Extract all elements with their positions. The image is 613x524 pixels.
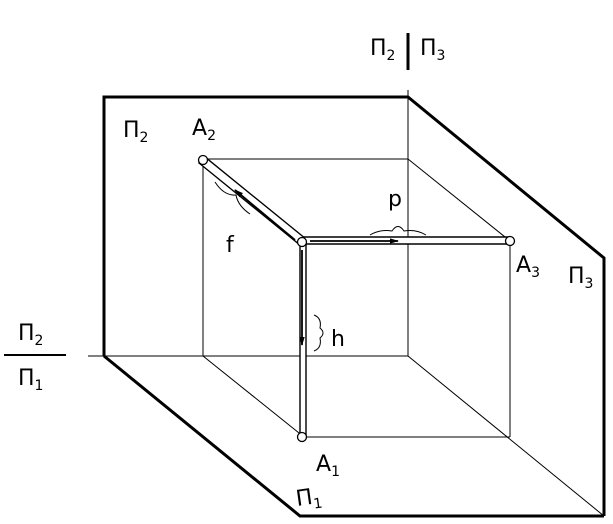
label-left-numerator: П2 — [18, 321, 43, 349]
label-p2-corner: П2 — [123, 118, 148, 146]
label-a2: A2 — [192, 116, 216, 144]
label-p1-bottom: П1 — [294, 484, 323, 515]
label-p3-side: П3 — [568, 264, 593, 292]
point-a1 — [296, 431, 308, 443]
label-a1: A1 — [316, 452, 340, 480]
line-bottom-diag — [202, 355, 305, 438]
label-top-right: П3 — [420, 36, 445, 64]
label-left-denominator: П1 — [18, 366, 43, 394]
label-p: p — [388, 187, 402, 212]
label-a3: A3 — [516, 253, 540, 281]
point-a2 — [197, 154, 209, 166]
label-f: f — [226, 233, 235, 258]
axis-diagonal — [407, 355, 605, 517]
point-a3 — [504, 235, 516, 247]
brace-h — [313, 314, 324, 352]
planes-upper-outline — [102, 95, 606, 516]
arrow-f — [234, 189, 296, 241]
brace-f — [214, 181, 251, 215]
planes-lower-outline — [103, 354, 604, 518]
rail-f — [197, 156, 308, 246]
label-h: h — [331, 327, 345, 352]
rail-h — [299, 243, 307, 438]
brace-p — [369, 226, 427, 236]
point-a — [296, 236, 308, 248]
label-top-left: П2 — [370, 36, 395, 64]
line-top-diag — [407, 158, 511, 242]
